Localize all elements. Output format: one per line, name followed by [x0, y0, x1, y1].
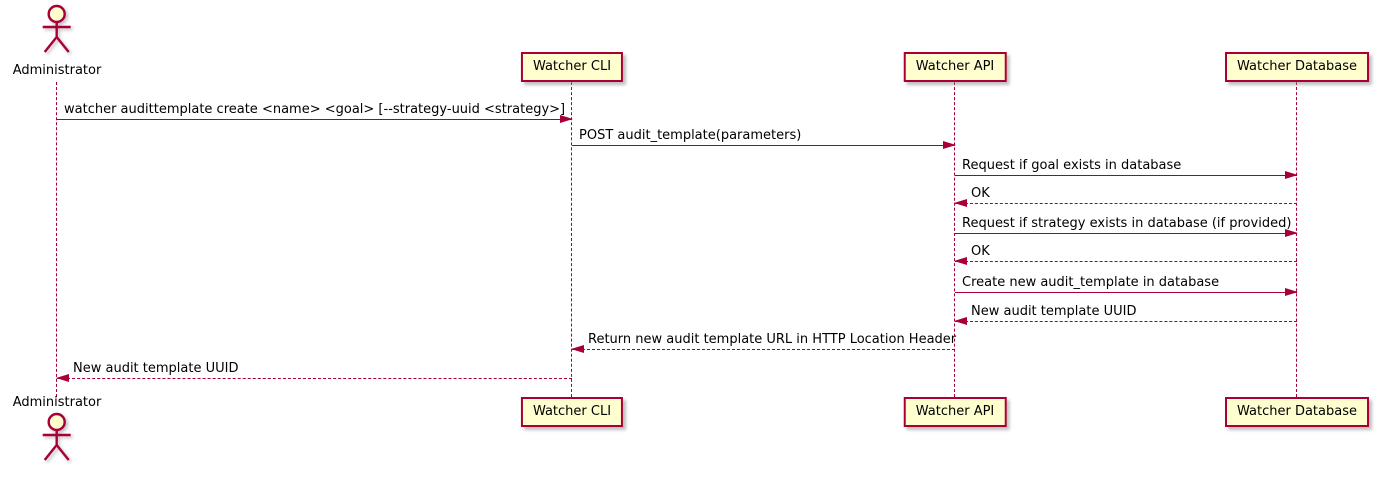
- message-line-solid: [57, 119, 572, 120]
- message-5: Request if strategy exists in database (…: [955, 216, 1298, 240]
- arrowhead-icon: [954, 257, 967, 265]
- arrowhead-icon: [954, 199, 967, 207]
- arrowhead-icon: [571, 345, 584, 353]
- message-line-dashed: [955, 261, 1297, 262]
- message-6: OK: [954, 244, 1297, 268]
- arrowhead-icon: [1285, 229, 1298, 237]
- message-line-solid: [955, 233, 1297, 234]
- message-label: New audit template UUID: [73, 361, 239, 376]
- message-label: Request if goal exists in database: [962, 158, 1182, 173]
- message-line-dashed: [955, 321, 1297, 322]
- message-label: Create new audit_template in database: [962, 275, 1220, 290]
- actor-icon: [43, 412, 71, 461]
- message-7: Create new audit_template in database: [955, 275, 1298, 299]
- message-label: New audit template UUID: [971, 304, 1137, 319]
- message-line-dashed: [955, 203, 1297, 204]
- message-line-solid: [955, 175, 1297, 176]
- arrowhead-icon: [943, 141, 956, 149]
- message-line-solid: [955, 292, 1297, 293]
- participant-watcher-cli-bottom: Watcher CLI: [520, 397, 624, 427]
- message-10: New audit template UUID: [56, 361, 572, 385]
- message-line-dashed: [572, 349, 955, 350]
- message-3: Request if goal exists in database: [955, 158, 1298, 182]
- actor-administrator-top: Administrator: [12, 4, 102, 78]
- message-4: OK: [954, 186, 1297, 210]
- actor-icon: [43, 4, 71, 53]
- message-label: Request if strategy exists in database (…: [962, 216, 1292, 231]
- arrowhead-icon: [1285, 288, 1298, 296]
- arrowhead-icon: [1285, 171, 1298, 179]
- message-2: POST audit_template(parameters): [572, 128, 956, 152]
- participant-watcher-database-top: Watcher Database: [1225, 52, 1369, 82]
- message-label: watcher audittemplate create <name> <goa…: [64, 102, 566, 117]
- message-8: New audit template UUID: [954, 304, 1297, 328]
- lifeline-watcher-api: [954, 82, 955, 397]
- participant-watcher-database-bottom: Watcher Database: [1225, 397, 1369, 427]
- lifeline-watcher-database: [1296, 82, 1297, 397]
- actor-label: Administrator: [12, 395, 102, 410]
- message-label: POST audit_template(parameters): [579, 128, 802, 143]
- actor-administrator-bottom: Administrator: [12, 395, 102, 464]
- arrowhead-icon: [56, 374, 69, 382]
- arrowhead-icon: [560, 115, 573, 123]
- arrowhead-icon: [954, 317, 967, 325]
- participant-watcher-cli-top: Watcher CLI: [520, 52, 624, 82]
- message-label: OK: [971, 186, 990, 201]
- participant-watcher-api-top: Watcher API: [903, 52, 1007, 82]
- lifeline-watcher-cli: [571, 82, 572, 397]
- participant-watcher-api-bottom: Watcher API: [903, 397, 1007, 427]
- message-line-solid: [572, 145, 955, 146]
- lifeline-administrator: [56, 82, 57, 397]
- message-9: Return new audit template URL in HTTP Lo…: [571, 332, 957, 356]
- message-line-dashed: [57, 378, 572, 379]
- message-label: Return new audit template URL in HTTP Lo…: [588, 332, 957, 347]
- message-1: watcher audittemplate create <name> <goa…: [57, 102, 573, 126]
- message-label: OK: [971, 244, 990, 259]
- actor-label: Administrator: [12, 63, 102, 78]
